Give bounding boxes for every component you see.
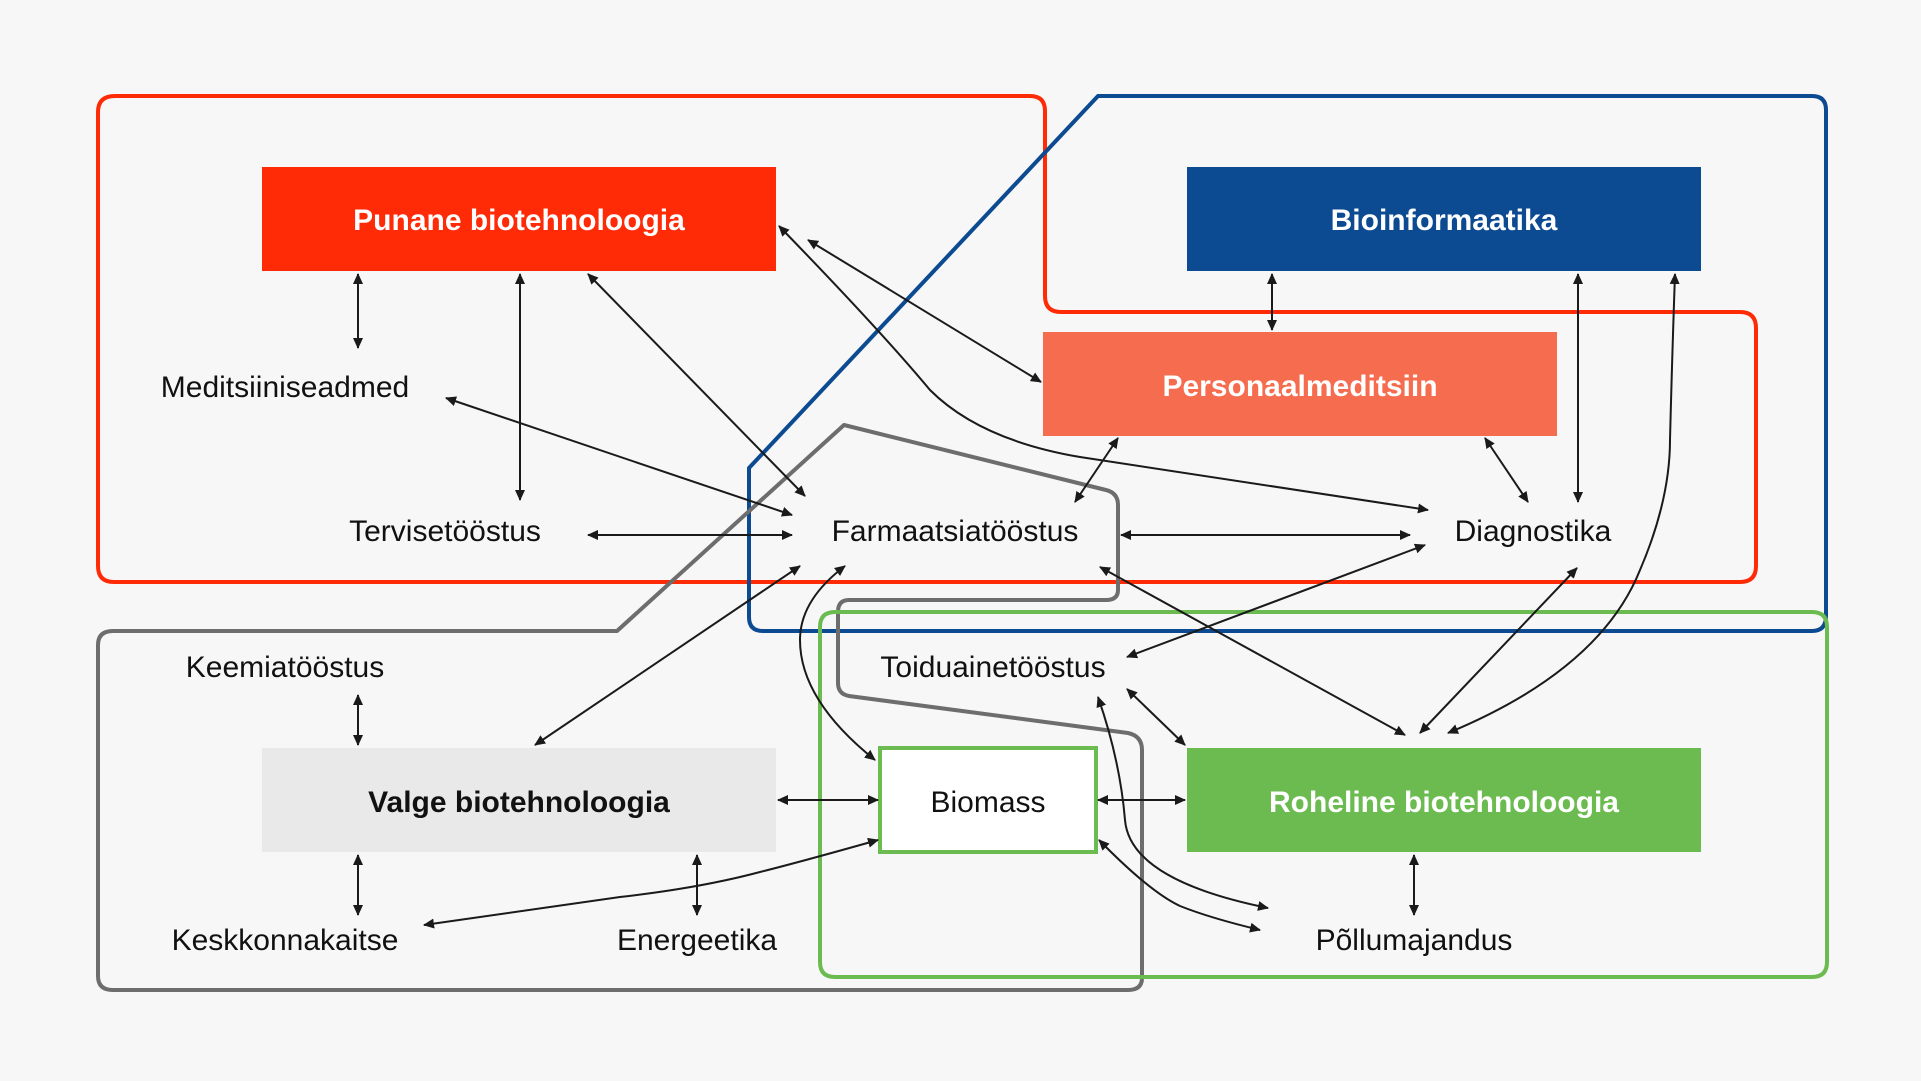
red-biotech-region <box>96 94 1758 584</box>
bioinformatics-label: Bioinformaatika <box>1331 204 1558 237</box>
energy-label: Energeetika <box>617 924 777 957</box>
green-biotech-box <box>1187 748 1701 852</box>
agriculture-label: Põllumajandus <box>1316 924 1513 957</box>
chemical-industry-label: Keemiatööstus <box>186 651 384 684</box>
arrow-personal-medicine-diagnostics <box>1484 437 1529 503</box>
health-industry-label: Tervisetööstus <box>349 515 541 548</box>
green-biotech-label: Roheline biotehnoloogia <box>1269 786 1619 819</box>
arrow-diagnostics-food <box>1126 543 1426 659</box>
arrow-food-agriculture <box>1096 696 1269 911</box>
pharma-industry-label: Farmaatsiatööstus <box>832 515 1079 548</box>
arrow-pharma-personal-medicine <box>1074 437 1119 503</box>
arrow-red-biotech-diagnostics <box>778 225 1429 514</box>
diagnostics-label: Diagnostika <box>1455 515 1612 548</box>
arrow-red-biotech-personal-medicine <box>807 239 1042 383</box>
arrow-pharma-white-biotech <box>534 565 801 746</box>
green-biotech-region <box>818 610 1829 979</box>
biomass-label: Biomass <box>930 786 1045 819</box>
red-biotech-box <box>262 167 776 271</box>
arrow-red-biotech-pharma <box>587 273 806 497</box>
environmental-protection-label: Keskkonnakaitse <box>172 924 399 957</box>
arrow-medical-devices-pharma <box>445 396 793 517</box>
biomass-box <box>878 746 1098 854</box>
white-biotech-label: Valge biotehnoloogia <box>368 786 670 819</box>
medical-devices-label: Meditsiiniseadmed <box>161 371 409 404</box>
arrow-food-green-biotech <box>1126 688 1186 746</box>
white-biotech-box <box>262 748 776 852</box>
red-biotech-label: Punane biotehnoloogia <box>353 204 685 237</box>
food-industry-label: Toiduainetööstus <box>880 651 1105 684</box>
arrow-biomass-agriculture <box>1098 839 1261 933</box>
personal-medicine-label: Personaalmeditsiin <box>1162 370 1437 403</box>
arrow-pharma-biomass <box>798 565 876 761</box>
white-biotech-region <box>96 423 1144 992</box>
arrow-diagnostics-green-biotech <box>1419 567 1578 734</box>
arrow-biomass-environment <box>423 837 879 929</box>
